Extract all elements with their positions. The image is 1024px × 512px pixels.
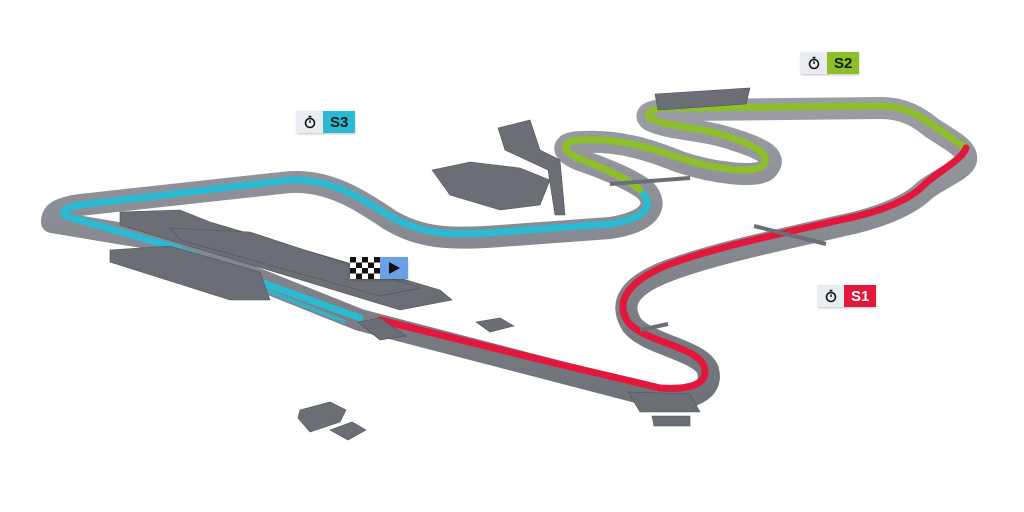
building-pit-exit bbox=[357, 317, 407, 341]
building-s1-hut-2 bbox=[651, 415, 691, 427]
bridge-3 bbox=[609, 176, 691, 186]
sector-s1-surface bbox=[376, 144, 970, 392]
building-hut-2 bbox=[297, 401, 347, 433]
buildings bbox=[109, 87, 751, 441]
sector-badge-s2: S2 bbox=[801, 52, 860, 74]
sector-s2-surface bbox=[562, 102, 970, 194]
stopwatch-icon bbox=[801, 52, 827, 74]
sector-label-s2: S2 bbox=[827, 52, 860, 74]
sector-label-s3: S3 bbox=[323, 111, 356, 133]
stopwatch-icon bbox=[297, 111, 323, 133]
building-tower bbox=[497, 119, 566, 216]
building-s2-grandstand bbox=[654, 87, 751, 111]
sector-s3-surface bbox=[60, 176, 651, 322]
building-paddock bbox=[109, 245, 271, 301]
start-finish-marker bbox=[350, 257, 408, 279]
pit-lane bbox=[264, 288, 346, 324]
building-grandstand-main bbox=[169, 227, 422, 297]
building-s1-hut bbox=[627, 391, 701, 413]
play-arrow-icon bbox=[380, 257, 408, 279]
sector-badge-s1: S1 bbox=[818, 285, 877, 307]
building-stadium bbox=[431, 161, 551, 211]
sector-badge-s3: S3 bbox=[297, 111, 356, 133]
stopwatch-icon bbox=[818, 285, 844, 307]
checkered-flag-icon bbox=[350, 257, 380, 279]
building-hut-3 bbox=[329, 421, 367, 441]
bridge-2 bbox=[639, 322, 669, 332]
bridges bbox=[609, 176, 827, 332]
bridge-1 bbox=[753, 224, 827, 246]
sector-label-s1: S1 bbox=[844, 285, 877, 307]
building-hut-1 bbox=[475, 317, 515, 333]
